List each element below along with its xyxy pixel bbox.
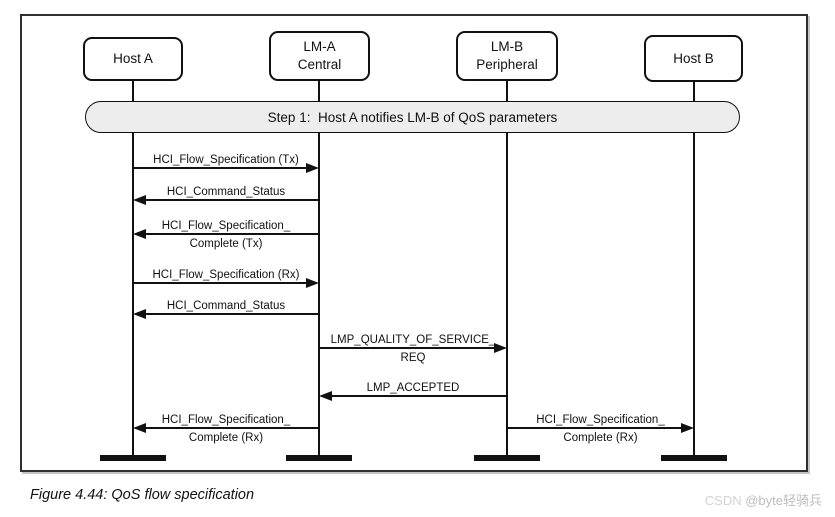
arrowhead-right-icon	[681, 423, 694, 433]
message-label: HCI_Command_Status	[166, 300, 286, 312]
message-label-line2: REQ	[400, 352, 426, 364]
message-line	[133, 167, 307, 169]
arrowhead-left-icon	[133, 423, 146, 433]
message-label: HCI_Command_Status	[166, 186, 286, 198]
actor-box-host-a: Host A	[83, 37, 183, 81]
arrowhead-right-icon	[494, 343, 507, 353]
message-label: LMP_ACCEPTED	[366, 382, 460, 394]
arrowhead-right-icon	[306, 278, 319, 288]
actor-label: Central	[297, 57, 342, 72]
actor-box-host-b: Host B	[644, 35, 743, 82]
actor-box-lm-a: LM-A Central	[269, 31, 370, 81]
message-label-line2: Complete (Tx)	[189, 238, 263, 250]
arrowhead-left-icon	[133, 229, 146, 239]
arrowhead-left-icon	[133, 309, 146, 319]
message-label-line2: Complete (Rx)	[563, 432, 638, 444]
lifeline-host-a	[132, 81, 134, 458]
message-label-line2: Complete (Rx)	[188, 432, 264, 444]
message-line	[145, 233, 319, 235]
lifeline-lm-b	[506, 81, 508, 458]
message-label: HCI_Flow_Specification_	[161, 414, 291, 426]
figure-caption: Figure 4.44: QoS flow specification	[30, 487, 255, 503]
watermark-user: @byte轻骑兵	[745, 493, 822, 508]
arrowhead-right-icon	[306, 163, 319, 173]
watermark-brand: CSDN	[704, 493, 746, 508]
message-label: HCI_Flow_Specification_	[161, 220, 291, 232]
arrowhead-left-icon	[133, 195, 146, 205]
actor-label: Peripheral	[476, 57, 538, 72]
step-banner: Step 1: Host A notifies LM-B of QoS para…	[85, 101, 740, 133]
actor-label: LM-A	[303, 39, 336, 55]
message-line	[507, 427, 682, 429]
actor-label: Host A	[113, 51, 153, 67]
message-label: LMP_QUALITY_OF_SERVICE_	[330, 334, 496, 346]
message-line	[145, 199, 319, 201]
arrowhead-left-icon	[319, 391, 332, 401]
message-line	[331, 395, 507, 397]
message-label: HCI_Flow_Specification (Rx)	[152, 269, 300, 281]
message-label: HCI_Flow_Specification (Tx)	[153, 154, 299, 166]
lifeline-terminator-host-b	[661, 455, 727, 461]
actor-label: LM-B	[490, 39, 524, 55]
lifeline-terminator-host-a	[100, 455, 166, 461]
lifeline-terminator-lm-a	[286, 455, 352, 461]
message-line	[145, 427, 319, 429]
message-line	[133, 282, 307, 284]
message-label: HCI_Flow_Specification_	[536, 414, 665, 426]
lifeline-terminator-lm-b	[474, 455, 540, 461]
message-line	[145, 313, 319, 315]
watermark: CSDN @byte轻骑兵	[705, 490, 822, 509]
actor-label: Host B	[673, 50, 714, 66]
lifeline-host-b	[693, 81, 695, 458]
lifeline-lm-a	[318, 81, 320, 458]
message-line	[319, 347, 495, 349]
actor-box-lm-b: LM-B Peripheral	[456, 31, 558, 81]
step-banner-label: Step 1: Host A notifies LM-B of QoS para…	[267, 109, 558, 125]
